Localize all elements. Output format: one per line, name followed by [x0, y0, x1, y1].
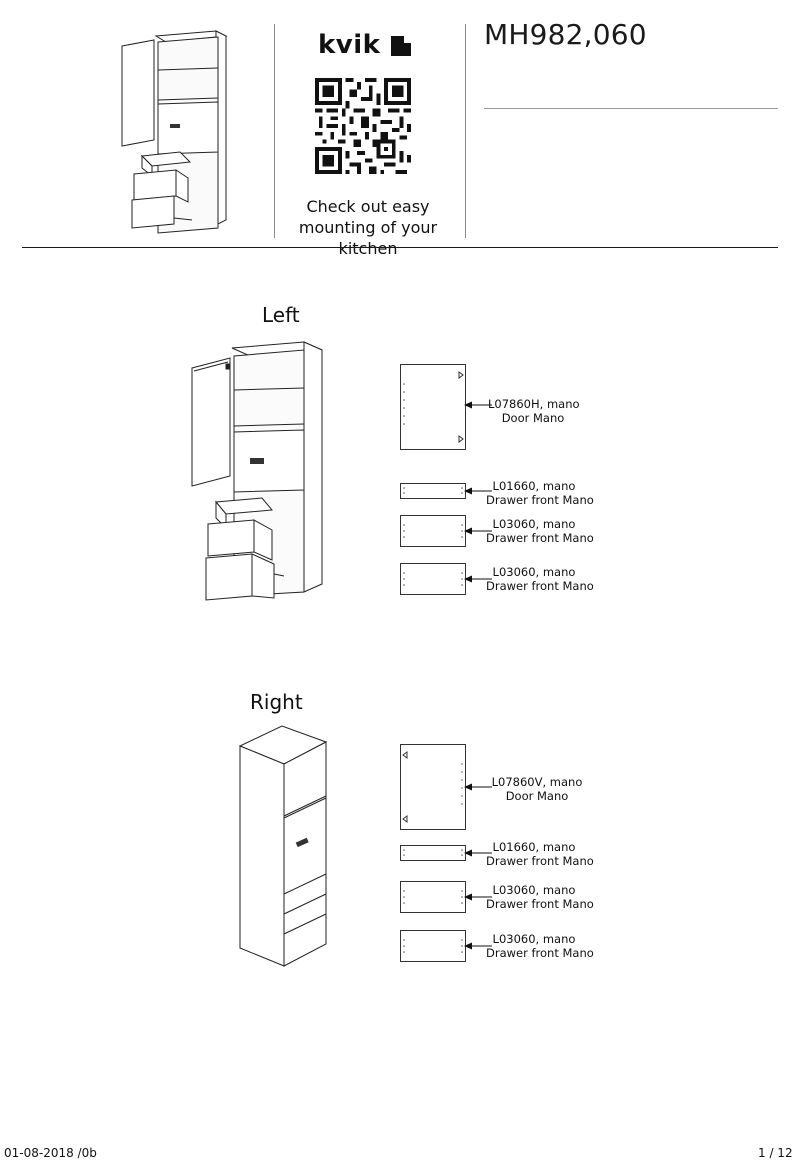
drawer-large-left-arrow-1 — [464, 527, 492, 535]
brand-wordmark: kvik — [318, 30, 381, 60]
drawer-front-large-left-drawing-1 — [400, 515, 466, 547]
drawer-front-large-right-drawing-1 — [400, 881, 466, 913]
door-right-drawing — [400, 744, 466, 830]
brand-logo: kvik — [318, 30, 422, 66]
part-code: L01660, mano — [492, 479, 576, 493]
drawer-small-right-arrow — [464, 849, 492, 857]
header-divider-right — [465, 24, 466, 238]
drawer-large-left-arrow-2 — [464, 575, 492, 583]
door-left-drawing — [400, 364, 466, 450]
drawer-front-large-right-drawing-2 — [400, 930, 466, 962]
drawer-front-small-right-drawing — [400, 845, 466, 861]
cabinet-right-closed-illustration — [238, 725, 328, 967]
part-desc: Drawer front Mano — [486, 897, 594, 911]
part-label-door-right: L07860V, mano Door Mano — [490, 775, 584, 803]
part-code: L03060, mano — [492, 517, 576, 531]
door-right-arrow — [464, 783, 492, 791]
footer-date-revision: 01-08-2018 /0b — [4, 1146, 97, 1160]
drawer-front-large-left-drawing-2 — [400, 563, 466, 595]
section-title-right: Right — [250, 690, 303, 714]
part-desc: Drawer front Mano — [486, 946, 594, 960]
footer-page-number: 1 / 12 — [758, 1146, 793, 1160]
qr-caption-line1: Check out easy — [306, 197, 430, 216]
door-left-arrow — [464, 401, 492, 409]
part-label-drawer-large-left-1: L03060, mano Drawer front Mano — [486, 517, 594, 545]
part-code: L03060, mano — [492, 932, 576, 946]
part-code: L03060, mano — [492, 565, 576, 579]
brand-square-notch — [404, 36, 411, 43]
drawer-large-right-arrow-1 — [464, 893, 492, 901]
section-title-left: Left — [262, 303, 300, 327]
part-label-drawer-large-right-1: L03060, mano Drawer front Mano — [486, 883, 594, 911]
header-divider-left — [274, 24, 275, 238]
drawer-front-small-left-drawing — [400, 483, 466, 499]
part-desc: Drawer front Mano — [486, 854, 594, 868]
part-desc: Drawer front Mano — [486, 531, 594, 545]
part-desc: Door Mano — [501, 411, 565, 425]
part-label-drawer-small-left: L01660, mano Drawer front Mano — [486, 479, 594, 507]
cabinet-left-open-illustration — [191, 341, 323, 601]
model-underline — [484, 108, 778, 109]
drawer-small-left-arrow — [464, 487, 492, 495]
part-label-drawer-large-right-2: L03060, mano Drawer front Mano — [486, 932, 594, 960]
part-code: L07860V, mano — [491, 775, 583, 789]
qr-caption: Check out easy mounting of your kitchen — [268, 196, 468, 259]
qr-caption-line2: mounting of your kitchen — [298, 218, 438, 258]
part-label-door-left: L07860H, mano Door Mano — [488, 397, 580, 425]
part-label-drawer-small-right: L01660, mano Drawer front Mano — [486, 840, 594, 868]
qr-code — [315, 78, 411, 174]
model-code: MH982,060 — [484, 18, 647, 51]
drawer-large-right-arrow-2 — [464, 942, 492, 950]
cabinet-open-illustration-small — [121, 30, 228, 234]
part-code: L03060, mano — [492, 883, 576, 897]
part-desc: Door Mano — [505, 789, 569, 803]
part-desc: Drawer front Mano — [486, 579, 594, 593]
part-code: L01660, mano — [492, 840, 576, 854]
header-rule — [22, 247, 778, 248]
part-label-drawer-large-left-2: L03060, mano Drawer front Mano — [486, 565, 594, 593]
part-desc: Drawer front Mano — [486, 493, 594, 507]
part-code: L07860H, mano — [488, 397, 580, 411]
